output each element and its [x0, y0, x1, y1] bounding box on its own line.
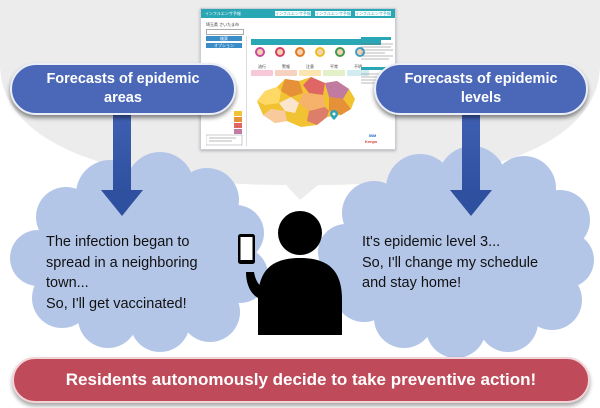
location-label: 埼玉県 さいたま市 [206, 22, 239, 27]
conclusion-text: Residents autonomously decide to take pr… [65, 370, 537, 389]
thought-cloud-left [10, 152, 268, 352]
search-button[interactable]: 検索 [206, 36, 242, 41]
arrow-down-icon-left [101, 114, 143, 216]
legend-swatches [251, 70, 369, 76]
tab-2[interactable]: インフルエンザ予報 [315, 11, 351, 16]
arrow-down-icon-right [450, 114, 492, 216]
thought-cloud-right [318, 146, 594, 358]
thought-right-line-2: So, I'll change my schedule [362, 254, 539, 271]
tab-1[interactable]: インフルエンザ予報 [275, 11, 311, 16]
thought-text-right: It's epidemic level 3... So, I'll change… [362, 232, 562, 294]
conclusion-banner: Residents autonomously decide to take pr… [12, 357, 590, 403]
level-legend-row [251, 63, 381, 76]
ibm-logo: IBM [369, 133, 377, 138]
saitama-prefecture-map-icon [257, 77, 355, 127]
legend-label-5: 不明 [354, 64, 362, 69]
thought-text-left: The infection began to spread in a neigh… [46, 232, 226, 314]
level-legend-boxes [206, 111, 243, 146]
callout-right-line-1: Forecasts of epidemic [404, 71, 558, 87]
kenpo-logo: Kenpo [365, 139, 378, 144]
thought-right-line-1: It's epidemic level 3... [362, 234, 501, 250]
callout-left-line-2: areas [104, 90, 142, 106]
thought-left-line-1: The infection began to [46, 234, 190, 250]
legend-label-2: 警報 [282, 64, 290, 69]
face-icon-row [251, 39, 381, 59]
person-with-smartphone-icon [238, 211, 342, 335]
app-title: インフルエンザ予報 [205, 11, 241, 16]
thought-left-line-2: spread in a neighboring [46, 254, 198, 271]
level-face-icons [251, 39, 381, 57]
thought-left-line-4: So, I'll get vaccinated! [46, 295, 187, 312]
tab-3[interactable]: インフルエンザ予報 [355, 11, 391, 16]
search-field[interactable] [206, 29, 244, 35]
callout-right-line-2: levels [460, 90, 502, 106]
legend-label-1: 流行 [258, 64, 266, 69]
location-pin-icon [330, 110, 338, 120]
panel-divider [246, 36, 247, 146]
callout-epidemic-levels: Forecasts of epidemic levels [374, 63, 588, 115]
option-button[interactable]: オプション [206, 43, 242, 48]
legend-label-4: 平常 [330, 64, 338, 69]
callout-epidemic-areas: Forecasts of epidemic areas [10, 63, 236, 115]
callout-left-line-1: Forecasts of epidemic [46, 71, 200, 87]
legend-label-3: 注意 [306, 64, 314, 69]
thought-right-line-3: and stay home! [362, 275, 462, 291]
thought-left-line-3: town... [46, 275, 89, 291]
